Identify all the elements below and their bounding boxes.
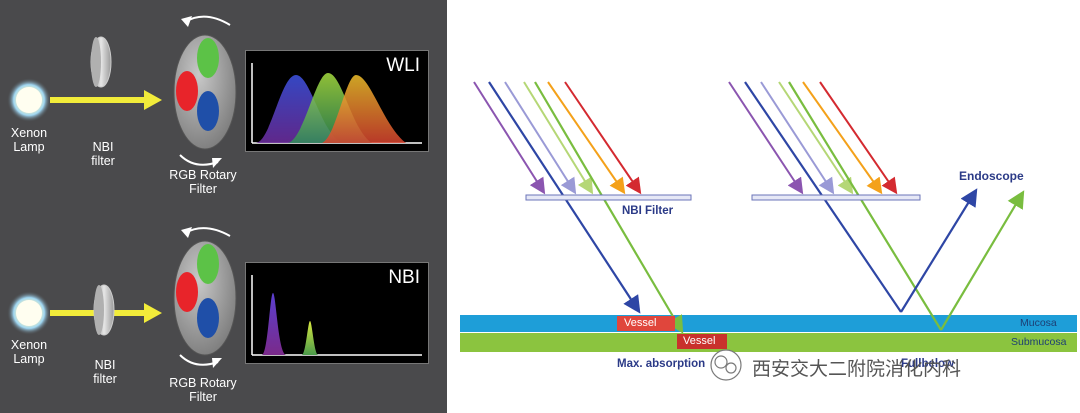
tissue-penetration-diagram xyxy=(460,81,1077,381)
mucosa-layer xyxy=(460,315,1077,332)
nbi-row xyxy=(7,227,237,368)
max-absorption-label: Max. absorption xyxy=(617,358,706,370)
rgb-rotary-filter-label: RGB Rotary Filter xyxy=(169,376,237,404)
tissue-penetration-panel: NBI Filter Endoscope Vessel Vessel Mucos… xyxy=(447,0,1080,413)
incident-rays-right xyxy=(728,81,1025,331)
wli-spectrum-panel: WLI xyxy=(245,50,429,152)
nbi-mode-label: NBI xyxy=(388,267,420,288)
wli-spectrum-chart xyxy=(251,63,422,144)
xenon-lamp-label: Xenon Lamp xyxy=(10,338,48,366)
mucosa-label: Mucosa xyxy=(1020,317,1057,329)
nbi-spectrum-chart xyxy=(251,275,422,356)
nbi-filter-icon xyxy=(90,36,112,88)
fullbelow-label: Fullbelow xyxy=(901,358,955,370)
endoscope-label: Endoscope xyxy=(959,169,1024,183)
wechat-icon xyxy=(710,349,742,381)
vessel-label: Vessel xyxy=(624,317,657,329)
nbi-filter-label: NBI filter xyxy=(93,358,117,386)
rotation-arrow-icon xyxy=(184,15,231,26)
wli-row xyxy=(7,15,237,168)
watermark-text: 西安交大二附院消化内科 xyxy=(752,358,962,380)
vessel-submucosal xyxy=(677,334,727,349)
nbi-filter-label: NBI filter xyxy=(91,140,115,168)
rotation-arrow-icon xyxy=(184,227,231,237)
vessel-label: Vessel xyxy=(683,335,716,347)
submucosa-layer xyxy=(460,333,1077,352)
rgb-rotary-filter-label: RGB Rotary Filter xyxy=(169,168,237,196)
light-path-diagram xyxy=(7,15,237,368)
light-source-panel: Xenon Lamp NBI filter RGB Rotary Filter … xyxy=(0,0,447,413)
rgb-rotary-filter-icon xyxy=(173,34,237,150)
wli-mode-label: WLI xyxy=(386,55,420,76)
xenon-lamp-label: Xenon Lamp xyxy=(10,126,48,154)
vessel-mucosal xyxy=(617,316,675,331)
nbi-filter-plate xyxy=(751,194,921,201)
nbi-spectrum-panel: NBI xyxy=(245,262,429,364)
nbi-filter-plate xyxy=(525,194,692,201)
rgb-rotary-filter-icon xyxy=(173,240,237,356)
submucosa-label: Submucosa xyxy=(1011,336,1067,348)
nbi-filter-label: NBI Filter xyxy=(622,205,674,217)
nbi-filter-icon xyxy=(93,284,115,336)
